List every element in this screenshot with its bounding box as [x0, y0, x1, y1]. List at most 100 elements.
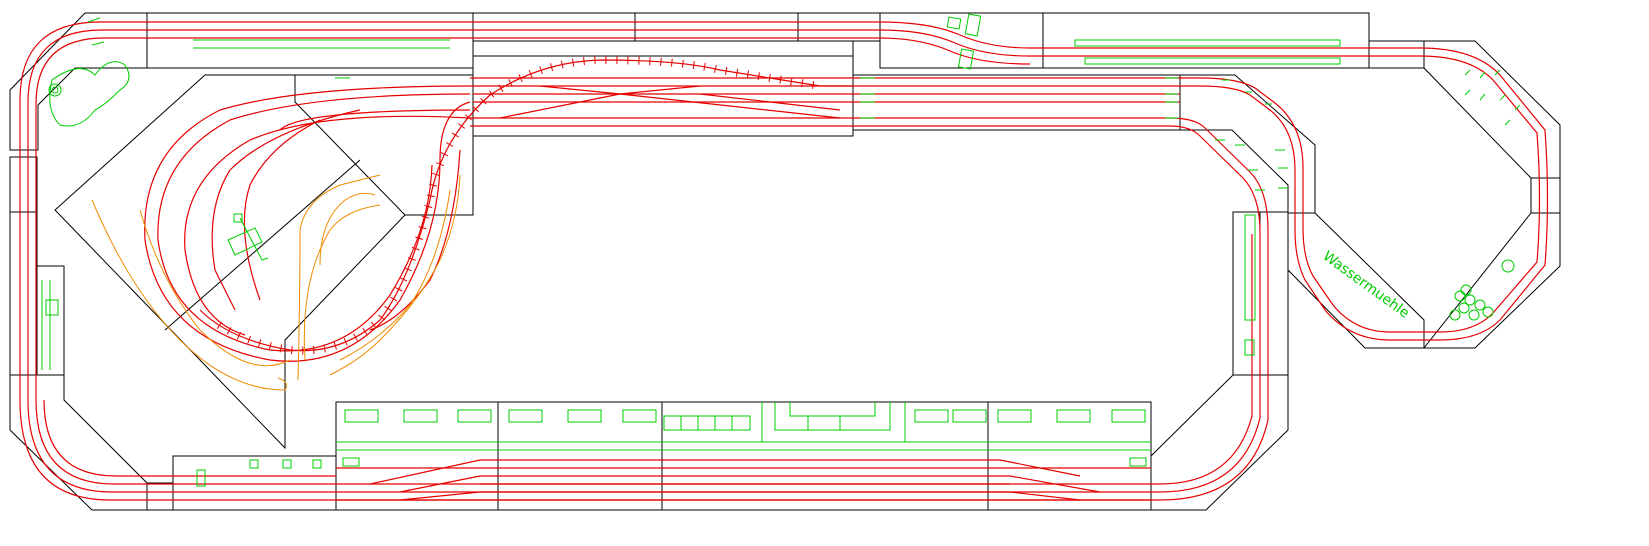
ramp-tie [362, 327, 368, 336]
main-loop-inner [35, 37, 1031, 400]
board-top-3 [634, 12, 799, 42]
ramp-tie [389, 296, 398, 302]
ramp-track [199, 59, 853, 352]
ramp-tie [312, 346, 315, 355]
board-wedge-split [164, 159, 361, 331]
tree-cluster [1449, 259, 1515, 321]
left-descent-1 [19, 117, 1269, 501]
ramp-tie [572, 58, 575, 67]
board-left-top-corner [9, 12, 148, 151]
ramp-tie [757, 72, 760, 81]
building-1 [946, 16, 962, 30]
ramp-tie [681, 59, 684, 68]
ramp-tie [426, 194, 435, 198]
ramp-tie [394, 286, 403, 292]
secondary-tracks [91, 174, 461, 391]
ramp-tie [660, 57, 662, 66]
station-shed [997, 409, 1032, 423]
ramp-tie [226, 327, 232, 335]
station-shed [1056, 409, 1091, 423]
helix-loop [369, 149, 461, 331]
ramp-tie [432, 172, 441, 177]
board-wedge-inner [294, 75, 406, 216]
ramp-tie [508, 79, 513, 87]
ramp-tie [560, 60, 564, 69]
ramp-tie [539, 66, 543, 75]
ramp-tie [768, 73, 771, 82]
ramp-tie [403, 267, 412, 272]
tree-icon [48, 83, 62, 97]
helix-mid [157, 93, 471, 352]
station-shed [952, 409, 987, 423]
helix-structure [227, 217, 269, 261]
station-shed [622, 409, 657, 423]
board-right-vertical-2 [1259, 211, 1289, 376]
ramp-tie [279, 344, 283, 353]
ramp-tie [216, 321, 223, 330]
platform-box [342, 457, 360, 467]
main-loop-outer [19, 21, 1549, 400]
small-building [282, 459, 292, 469]
ramp-tie [424, 205, 433, 209]
baseboard-outlines [9, 12, 1561, 511]
ramp-tie [247, 335, 251, 344]
station-shed [508, 409, 543, 423]
station-block [663, 415, 751, 431]
small-building [312, 459, 322, 469]
station-block-dividers [680, 416, 733, 430]
board-upper-peninsula [472, 40, 854, 137]
ramp-tie [407, 257, 416, 261]
area-label-wassermuehle: Wassermuehle [1320, 248, 1413, 321]
ramp-tie [429, 183, 438, 187]
ramp-tie [725, 66, 728, 75]
station-buildings [336, 402, 1151, 467]
tree-icon [1460, 284, 1472, 296]
ramp-tie [801, 79, 804, 88]
tree-icon [1454, 290, 1466, 302]
board-top-5 [879, 12, 1044, 69]
ramp-tie [290, 346, 293, 355]
station-shed [1111, 409, 1146, 423]
building-2 [964, 13, 982, 37]
ramp-tie [528, 70, 533, 78]
board-left-strip-2 [9, 211, 38, 376]
helix-inner [184, 115, 471, 336]
ramp-tie [692, 61, 695, 70]
ramp-tie [498, 84, 504, 92]
station-shed [403, 409, 438, 423]
right-building [1244, 339, 1255, 356]
ramp-tie [399, 277, 408, 282]
board-station-2 [497, 401, 663, 511]
station-shed [457, 409, 492, 423]
board-right-bottom-corner [1422, 212, 1561, 349]
ramp-tie [421, 215, 430, 219]
ramp-tie [583, 57, 585, 66]
left-descent-4 [43, 399, 336, 477]
board-top-7 [1368, 40, 1425, 69]
ramp-tie [440, 151, 449, 157]
ramp-tie [371, 321, 377, 329]
siding-line-1 [193, 39, 450, 49]
helix-inner-3 [243, 119, 321, 301]
ramp-tie [488, 90, 495, 98]
helix-inner-2 [211, 109, 361, 311]
station-track-4 [399, 475, 1101, 493]
ramp-tie [671, 58, 673, 67]
branch-2 [139, 209, 291, 367]
ramp-tie [472, 106, 479, 113]
tree-icon-inner [51, 86, 59, 94]
small-building [196, 469, 206, 487]
board-left-bottom-corner [9, 374, 148, 511]
station-track-3 [369, 459, 1081, 485]
ramp-tie [790, 77, 793, 86]
board-station-1 [335, 401, 499, 511]
ramp-tie [323, 344, 326, 353]
ramp-tie [779, 75, 782, 84]
board-station-3 [661, 401, 989, 511]
ramp-tie [594, 56, 596, 65]
tree-icon [1474, 299, 1486, 311]
ramp-tie [464, 114, 472, 121]
ramp-tie [436, 162, 444, 167]
ramp-tie [333, 341, 337, 350]
tree-icon [1449, 309, 1461, 321]
